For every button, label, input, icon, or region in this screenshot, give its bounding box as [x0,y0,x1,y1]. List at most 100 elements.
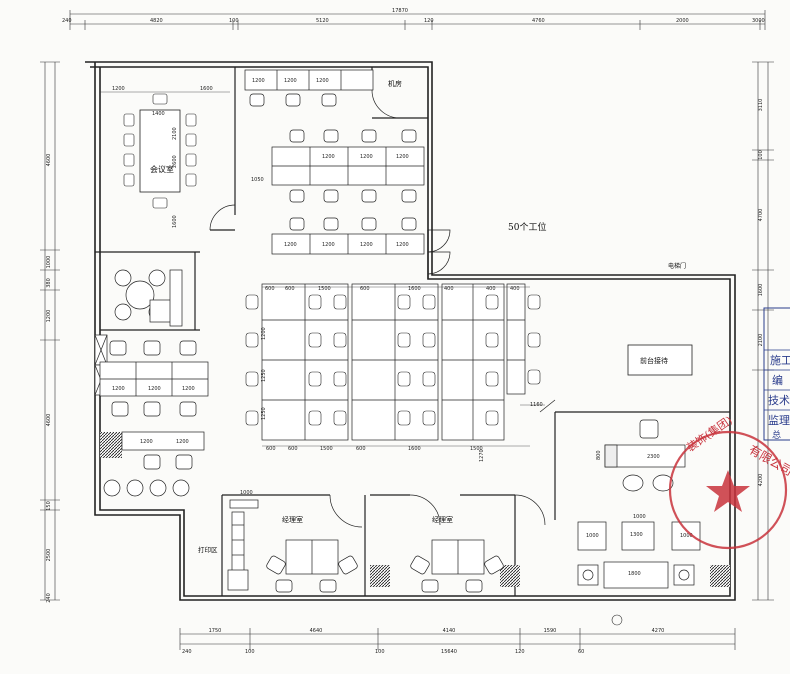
top-workstation-block [244,69,425,255]
dim-left-5: 4600 [46,414,52,427]
left-desk-dim-4: 1200 [140,439,153,445]
left-desk-dim-1: 1200 [112,386,125,392]
dim-left-6: 150 [46,501,52,511]
manager-room-1 [227,499,358,593]
ws-dim-12: 600 [356,446,366,452]
ws-dim-13: 1600 [408,446,421,452]
ws-dim-9: 600 [266,446,276,452]
print-area-label: 打印区 [198,545,218,554]
lounge-area [114,269,183,327]
reception-area [627,344,693,376]
approval-box-row-1: 施工 [770,354,790,367]
dim-bottom-1: 1750 [209,628,222,634]
top-desk-dim-9: 1200 [360,242,373,248]
dim-right-6: 4200 [758,474,764,487]
dim-1160: 1160 [530,402,543,408]
approval-box-row-3: 技术 [768,394,790,407]
approval-box-row-4: 监理 [768,414,790,427]
meeting-dim-4: 2100 [172,127,178,140]
main-workstation-dims: 600 600 1500 600 1600 400 400 400 600 60… [261,286,520,452]
dim-top-5: 120 [424,18,434,24]
dim-top-1: 240 [62,18,72,24]
ws-dim-11: 1500 [320,446,333,452]
left-office-desks [94,334,209,497]
main-workstation-block [261,283,526,441]
ws-dim-14: 1500 [470,446,483,452]
dim-right-1: 3110 [758,99,764,112]
meeting-chairs [123,93,197,209]
dim-top-6: 4760 [532,18,545,24]
ws-dim-1: 600 [265,286,275,292]
reception-dim-7: 1000 [633,514,646,520]
approval-box: 施工 编 技术 监理 总 [763,307,790,441]
left-desk-dim-3: 1200 [182,386,195,392]
ws-dim-3: 1500 [318,286,331,292]
dim-left-2: 1000 [46,256,52,269]
top-desk-dim-7: 1200 [284,242,297,248]
dim-bottom-10: 120 [515,649,525,655]
dim-1000: 1000 [240,490,253,496]
top-desk-dim-4: 1200 [322,154,335,160]
dim-left-7: 2500 [46,549,52,562]
server-room-label: 机房 [388,79,402,88]
reception-dim-1: 2300 [647,454,660,460]
meeting-dim-1: 1200 [112,86,125,92]
left-desk-dim-5: 1200 [176,439,189,445]
doors [209,89,556,528]
ws-dim-8: 400 [510,286,520,292]
dim-top-7: 2000 [676,18,689,24]
right-dimension-lines [752,61,774,601]
manager-room-2-label: 经理室 [432,515,453,524]
dim-bottom-7: 100 [245,649,255,655]
dim-top-4: 5120 [316,18,329,24]
ws-dim-2: 600 [285,286,295,292]
ws-dim-4: 600 [360,286,370,292]
meeting-room: 会议室 1200 1400 1600 2100 2600 1600 [100,86,230,228]
meeting-dim-3: 1600 [200,86,213,92]
dim-top-3: 100 [229,18,239,24]
dim-right-3: 4700 [758,209,764,222]
reception-dim-3: 1300 [630,532,643,538]
meeting-dim-6: 1600 [172,215,178,228]
dim-left-1: 4600 [46,154,52,167]
structural-columns [100,432,730,587]
ws-dim-17: 1250 [261,407,267,420]
manager-room-1-label: 经理室 [282,515,303,524]
top-desk-dim-10: 1200 [396,242,409,248]
reception-dim-4: 1000 [586,533,599,539]
meeting-table [139,109,181,193]
axis-marker [611,614,623,626]
ws-dim-5: 1600 [408,286,421,292]
dim-right-5: 2100 [758,334,764,347]
elevator-label: 电梯门 [668,262,686,270]
dim-left-4: 1200 [46,310,52,323]
top-desk-dim-8: 1200 [322,242,335,248]
dim-1050: 1050 [251,177,264,183]
dim-top-8: 3000 [752,18,765,24]
ws-dim-10: 600 [288,446,298,452]
left-desk-dim-2: 1200 [148,386,161,392]
dim-top-2: 4820 [150,18,163,24]
dim-right-4: 1600 [758,284,764,297]
interior-walls [95,67,730,596]
bottom-dimension-lines [179,628,736,650]
reception-label: 前台接待 [640,356,668,365]
top-desk-dim-1: 1200 [252,78,265,84]
meeting-dim-5: 2600 [172,155,178,168]
top-desk-dim-5: 1200 [360,154,373,160]
approval-box-row-2: 编 [772,373,783,387]
reception-dim-2: 1800 [628,571,641,577]
dim-bottom-9: 15640 [441,649,457,655]
meeting-room-label: 会议室 [150,164,174,174]
reception-dim-5: 1000 [680,533,693,539]
reception-lounge [577,419,701,589]
dim-bottom-6: 240 [182,649,192,655]
ws-dim-16: 1250 [261,369,267,382]
approval-box-row-5: 总 [772,429,781,441]
top-desk-dim-2: 1200 [284,78,297,84]
left-dimension-lines [40,61,60,601]
dim-bottom-2: 4640 [310,628,323,634]
top-desk-dim-6: 1200 [396,154,409,160]
top-desk-dim-3: 1200 [316,78,329,84]
